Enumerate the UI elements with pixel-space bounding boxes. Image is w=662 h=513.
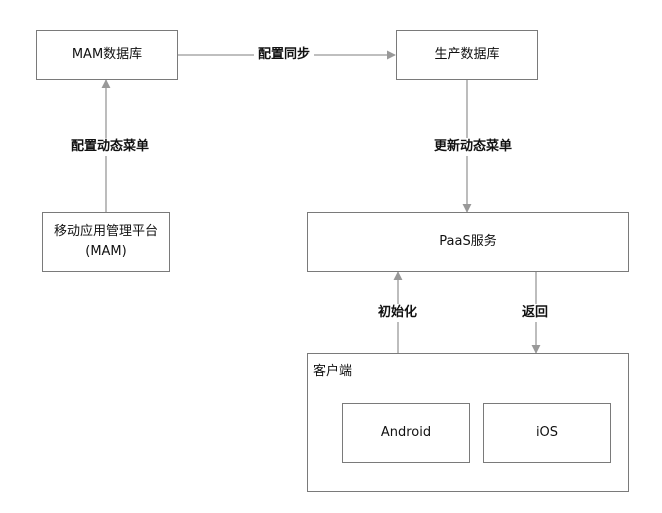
paas-service-node: PaaS服务 xyxy=(307,212,629,272)
mam-database-label: MAM数据库 xyxy=(71,47,143,62)
edge-label-return: 返回 xyxy=(518,304,553,322)
ios-node: iOS xyxy=(483,403,611,463)
mam-database-node: MAM数据库 xyxy=(36,30,178,80)
android-label: Android xyxy=(380,425,432,440)
production-database-node: 生产数据库 xyxy=(396,30,538,80)
edge-label-update-menu: 更新动态菜单 xyxy=(430,138,517,156)
paas-service-label: PaaS服务 xyxy=(439,234,497,249)
edge-label-config-sync: 配置同步 xyxy=(254,46,315,64)
android-node: Android xyxy=(342,403,470,463)
ios-label: iOS xyxy=(535,425,559,440)
client-label: 客户端 xyxy=(313,364,353,379)
mam-platform-node: 移动应用管理平台 (MAM) xyxy=(42,212,170,272)
mam-platform-label: 移动应用管理平台 xyxy=(53,224,158,239)
mam-platform-sublabel: (MAM) xyxy=(85,244,127,259)
production-database-label: 生产数据库 xyxy=(434,47,500,62)
edge-label-config-menu: 配置动态菜单 xyxy=(67,138,154,156)
edge-label-init: 初始化 xyxy=(374,304,422,322)
